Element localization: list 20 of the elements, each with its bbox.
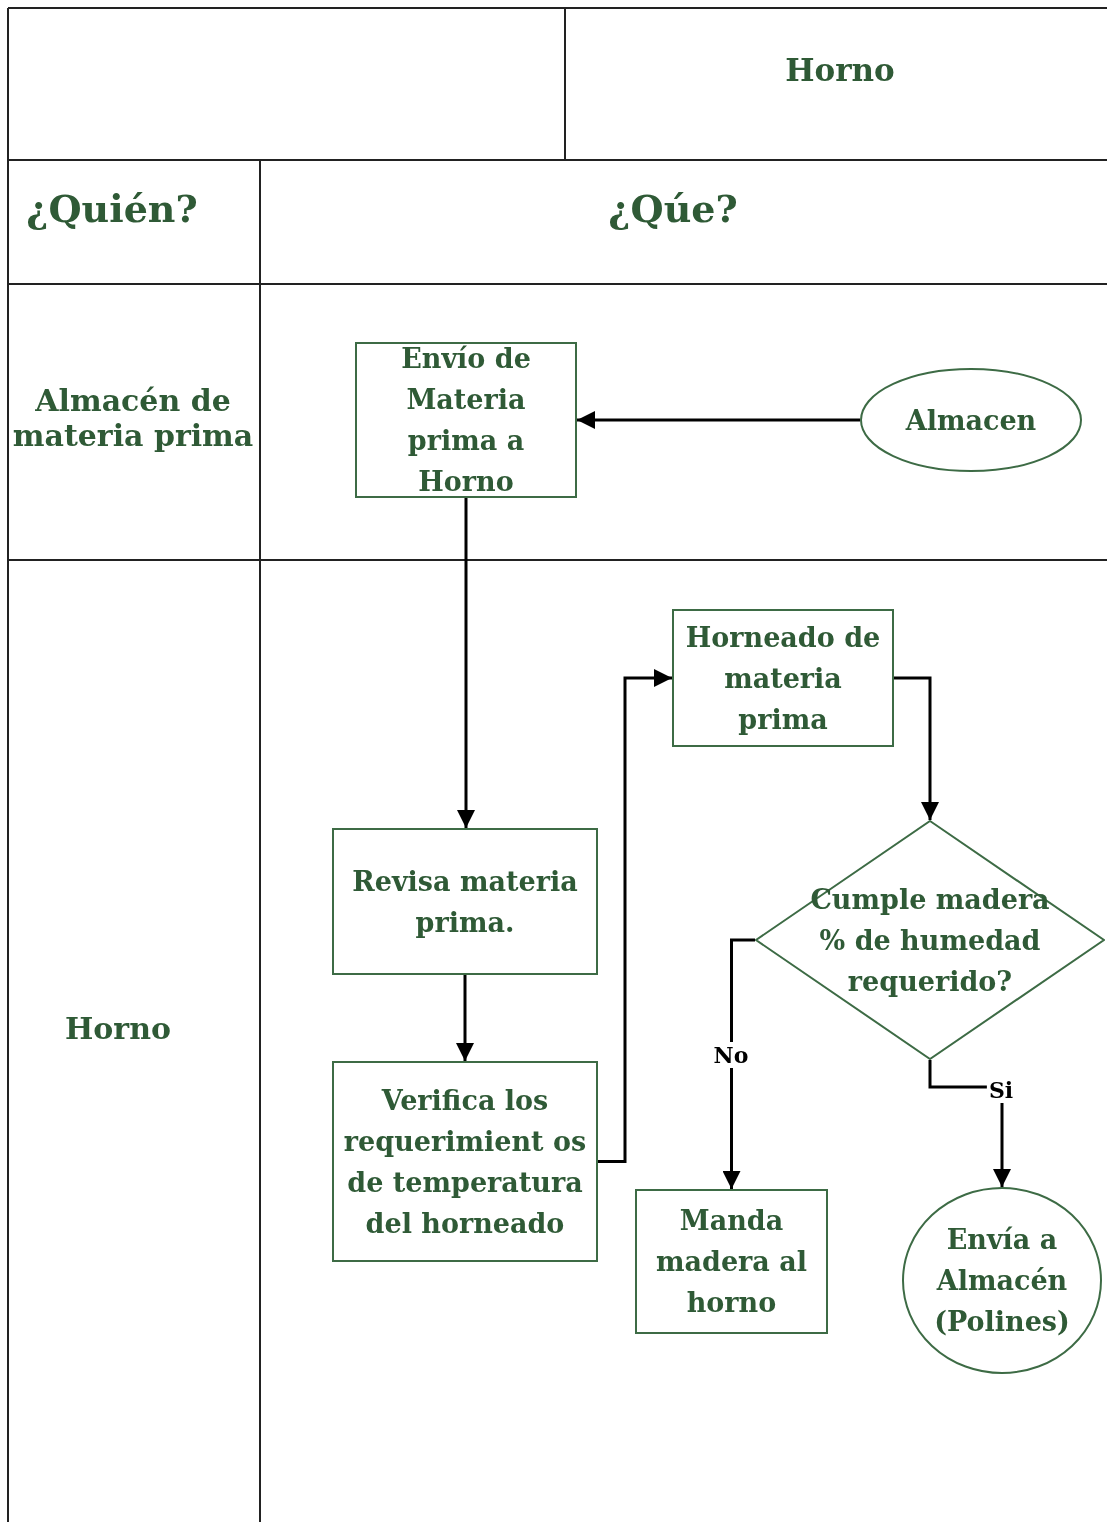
process-box: Revisa materia prima. bbox=[332, 828, 598, 975]
decision-diamond: Cumple madera % de humedad requerido? bbox=[755, 820, 1105, 1060]
arrow bbox=[457, 498, 475, 828]
start-ellipse: Almacen bbox=[860, 368, 1082, 472]
process-box: Horneado de materia prima bbox=[672, 609, 894, 747]
column-header: ¿Qúe? bbox=[607, 185, 739, 231]
process-box: Manda madera al horno bbox=[635, 1189, 828, 1334]
column-header: ¿Quién? bbox=[25, 185, 199, 231]
arrow bbox=[722, 938, 755, 1189]
end-circle: Envía a Almacén (Polines) bbox=[902, 1187, 1102, 1374]
column-header: Horno bbox=[784, 52, 896, 88]
process-box: Envío de Materia prima a Horno bbox=[355, 342, 577, 498]
arrow bbox=[894, 676, 939, 820]
arrow bbox=[456, 975, 474, 1061]
process-box: Verifica los requerimient os de temperatura del horneado bbox=[332, 1061, 598, 1262]
arrow bbox=[598, 669, 672, 1163]
lane-label: Almacén de materia prima bbox=[11, 383, 255, 453]
arrow bbox=[577, 411, 860, 429]
lane-label: Horno bbox=[64, 1010, 172, 1046]
edge-label: No bbox=[711, 1042, 751, 1068]
